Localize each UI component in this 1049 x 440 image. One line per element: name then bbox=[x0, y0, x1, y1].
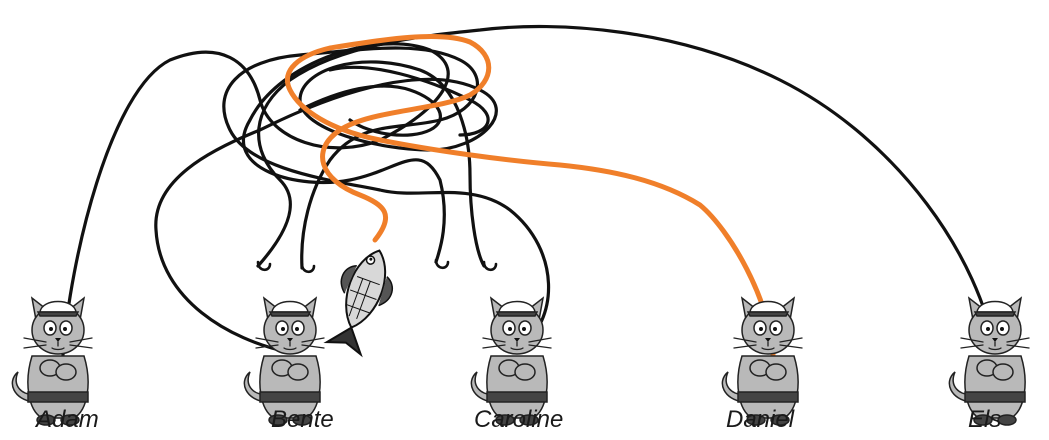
line-caroline bbox=[222, 46, 551, 352]
name-adam: Adam bbox=[36, 406, 99, 433]
hooks bbox=[256, 258, 498, 274]
name-bente: Bente bbox=[271, 406, 334, 433]
hook-icon bbox=[256, 260, 272, 272]
highlighted-line-daniel bbox=[285, 33, 776, 358]
line-els bbox=[256, 24, 997, 354]
fish-icon bbox=[323, 249, 394, 358]
name-daniel: Daniel bbox=[726, 406, 795, 433]
hook-icon bbox=[434, 258, 450, 270]
line-adam bbox=[61, 42, 450, 357]
hook-icon bbox=[482, 260, 498, 272]
hook-icon bbox=[300, 262, 316, 274]
name-els: Els bbox=[968, 406, 1002, 433]
name-caroline: Caroline bbox=[474, 406, 564, 433]
